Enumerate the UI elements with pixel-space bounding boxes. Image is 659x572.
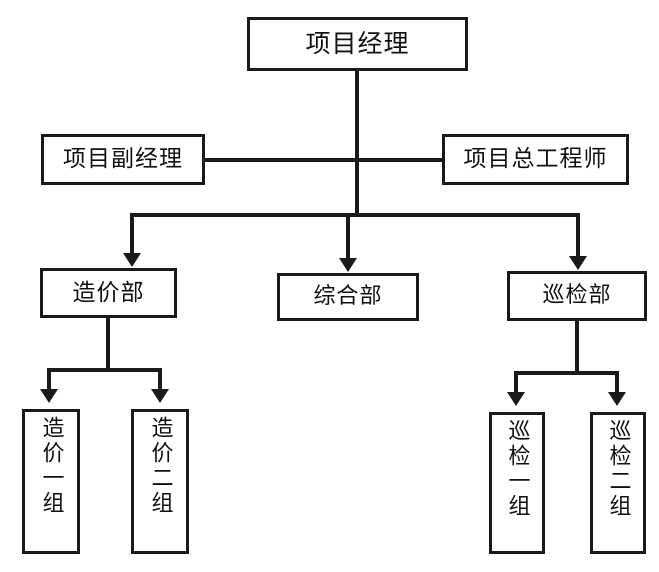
node-cost-group-1[interactable]: 造价一组	[22, 409, 80, 554]
arrow-inspection-group-2	[608, 392, 626, 406]
node-project-manager-label: 项目经理	[305, 28, 410, 58]
node-cost-department[interactable]: 造价部	[40, 268, 177, 318]
node-cost-group-1-label: 造价一组	[38, 416, 64, 516]
node-deputy-manager-label: 项目副经理	[63, 146, 183, 173]
connector-peer-managers	[204, 158, 444, 162]
arrow-inspection-dept	[569, 256, 587, 270]
arrow-cost-dept	[123, 253, 141, 267]
arrow-cost-group-2	[151, 389, 169, 403]
connector-drop-inspection-group-1	[514, 371, 518, 394]
node-chief-engineer-label: 项目总工程师	[463, 146, 608, 173]
connector-drop-inspection-group-2	[615, 371, 619, 394]
arrow-cost-group-1	[40, 389, 58, 403]
connector-drop-cost-group-1	[47, 368, 51, 391]
node-inspection-group-2-label: 巡检二组	[605, 419, 631, 519]
node-cost-group-2[interactable]: 造价二组	[131, 409, 189, 554]
arrow-inspection-group-1	[507, 392, 525, 406]
connector-inspection-stem	[575, 320, 579, 373]
node-deputy-manager[interactable]: 项目副经理	[41, 134, 205, 185]
connector-drop-general-dept	[346, 213, 350, 261]
node-chief-engineer[interactable]: 项目总工程师	[442, 134, 629, 185]
node-inspection-group-1[interactable]: 巡检一组	[489, 412, 545, 554]
node-cost-department-label: 造价部	[72, 279, 145, 306]
node-inspection-group-1-label: 巡检一组	[504, 419, 530, 519]
arrow-general-dept	[339, 258, 357, 272]
connector-drop-cost-group-2	[158, 368, 162, 391]
node-cost-group-2-label: 造价二组	[147, 416, 173, 516]
node-general-department-label: 综合部	[313, 284, 383, 310]
connector-trunk-manager	[355, 70, 359, 216]
connector-inspection-bar	[514, 371, 617, 375]
connector-drop-cost-dept	[130, 213, 134, 256]
node-project-manager[interactable]: 项目经理	[247, 17, 468, 71]
node-inspection-group-2[interactable]: 巡检二组	[590, 412, 646, 554]
node-inspection-department-label: 巡检部	[542, 283, 612, 309]
connector-cost-stem	[106, 317, 110, 370]
connector-drop-inspection-dept	[576, 213, 580, 259]
connector-department-bar	[130, 213, 580, 217]
node-inspection-department[interactable]: 巡检部	[507, 271, 647, 321]
connector-cost-bar	[47, 368, 162, 372]
node-general-department[interactable]: 综合部	[277, 273, 419, 321]
